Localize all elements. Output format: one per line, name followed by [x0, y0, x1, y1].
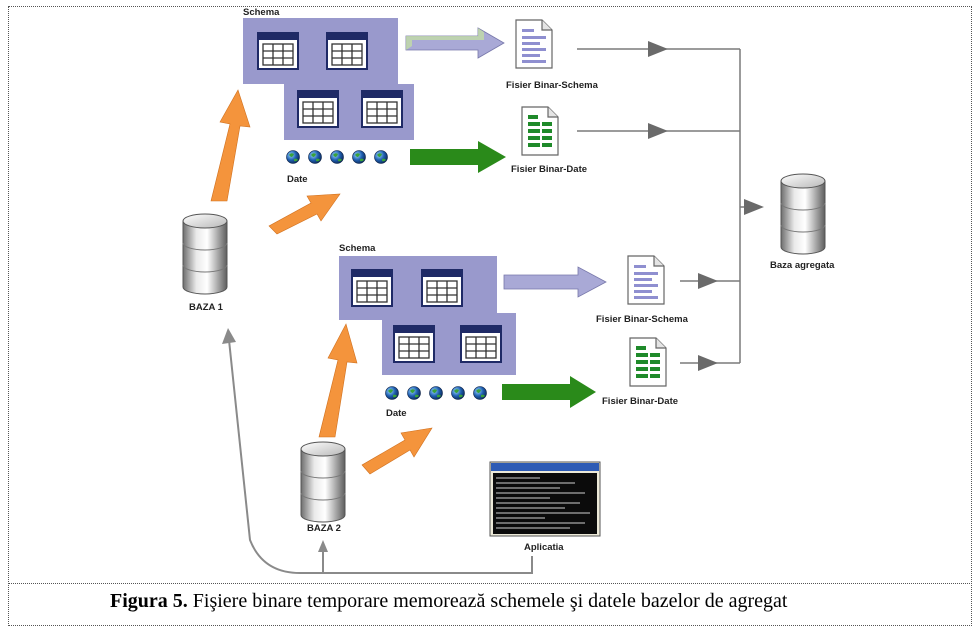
binary-data-file-icon-bottom: [629, 337, 667, 387]
schema-label-bottom: Schema: [339, 243, 376, 254]
db1-label: BAZA 1: [189, 302, 224, 313]
caption-separator: [8, 583, 972, 584]
connector-arrowheads: [648, 41, 764, 371]
app-label: Aplicatia: [524, 542, 564, 553]
data-globes-top: [286, 150, 388, 164]
file-data-label-bottom: Fisier Binar-Date: [602, 396, 678, 407]
schema-panel-top: [243, 18, 414, 140]
arrow-data-to-file-top: [410, 141, 506, 173]
orange-arrows-db2: [318, 323, 433, 475]
arrow-data-to-file-bottom: [502, 376, 596, 408]
db2-label: BAZA 2: [307, 523, 341, 534]
arrow-schema-to-file-bottom: [503, 266, 607, 298]
schema-label-top: Schema: [243, 7, 280, 18]
file-schema-label-top: Fisier Binar-Schema: [506, 80, 599, 91]
orange-arrows-db1: [210, 89, 341, 235]
app-feedback-arrowheads: [222, 328, 328, 552]
app-feedback-connector: [228, 339, 533, 574]
aggregated-database-icon: [780, 173, 826, 255]
architecture-diagram: Schema Date Fisier Binar-Schema Fisier B…: [182, 7, 835, 574]
data-globes-bottom: [385, 386, 487, 400]
figure-frame: [8, 6, 972, 626]
caption-text: Fişiere binare temporare memorează schem…: [187, 590, 788, 612]
data-label-bottom: Date: [386, 408, 407, 419]
file-data-label-top: Fisier Binar-Date: [511, 164, 587, 175]
aggregate-label: Baza agregata: [770, 260, 835, 271]
binary-schema-file-icon-top: [515, 19, 553, 69]
schema-panel-bottom: [339, 256, 516, 375]
database-1-icon: [182, 213, 228, 295]
figure-number: Figura 5.: [110, 590, 188, 612]
data-label-top: Date: [287, 174, 308, 185]
binary-schema-file-icon-bottom: [627, 255, 665, 305]
database-2-icon: [300, 441, 346, 523]
file-schema-label-bottom: Fisier Binar-Schema: [596, 314, 689, 325]
binary-data-file-icon-top: [521, 106, 559, 156]
application-window-icon: [489, 461, 601, 537]
figure-caption: Figura 5. Fişiere binare temporare memor…: [110, 590, 787, 613]
arrow-schema-to-file-top: [405, 27, 505, 59]
